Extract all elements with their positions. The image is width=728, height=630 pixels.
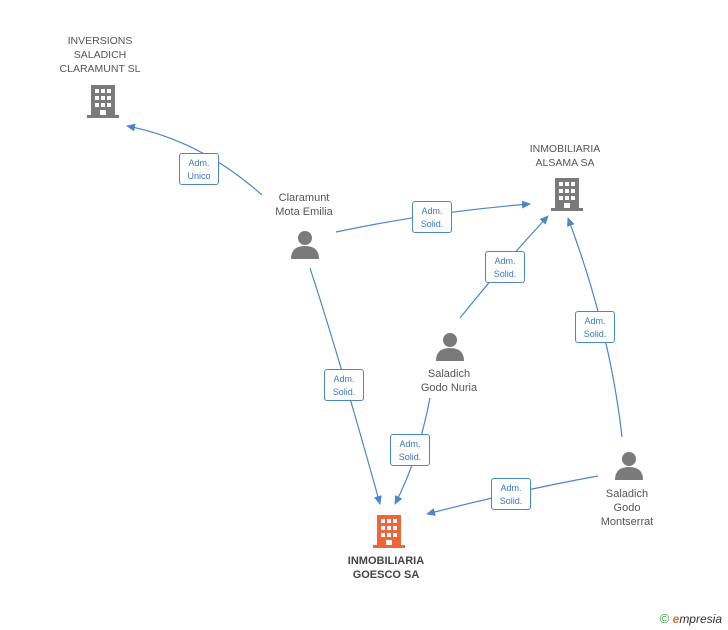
edge-label-line2: Solid. bbox=[332, 387, 356, 397]
label-line: INMOBILIARIA bbox=[529, 143, 601, 155]
label-line: Godo Nuria bbox=[420, 382, 478, 394]
edge-label-line1: Adm. bbox=[494, 256, 516, 266]
edge-label-emilia-inversions: Adm. Unico bbox=[179, 153, 219, 185]
edge-label-montserrat-alsama: Adm. Solid. bbox=[575, 311, 615, 343]
node-label-alsama[interactable]: INMOBILIARIA ALSAMA SA bbox=[505, 142, 625, 170]
building-icon-goesco bbox=[373, 515, 405, 548]
edge-label-line1: Adm. bbox=[188, 158, 210, 168]
person-icon-nuria bbox=[436, 333, 464, 361]
node-label-inversions[interactable]: INVERSIONS SALADICH CLARAMUNT SL bbox=[40, 34, 160, 76]
edge-label-emilia-goesco: Adm. Solid. bbox=[324, 369, 364, 401]
edge-emilia-inversions bbox=[126, 123, 263, 196]
label-line: Montserrat bbox=[600, 516, 654, 528]
edge-label-line2: Unico bbox=[187, 171, 211, 181]
person-icon-montserrat bbox=[615, 452, 643, 480]
brand-name: mpresia bbox=[679, 612, 722, 626]
node-label-montserrat[interactable]: Saladich Godo Montserrat bbox=[567, 487, 687, 529]
edge-label-line2: Solid. bbox=[499, 496, 523, 506]
edge-label-emilia-alsama: Adm. Solid. bbox=[412, 201, 452, 233]
label-line: Mota Emilia bbox=[275, 206, 333, 218]
node-label-nuria[interactable]: Saladich Godo Nuria bbox=[389, 367, 509, 395]
building-icon-inversions bbox=[87, 85, 119, 118]
edge-label-nuria-alsama: Adm. Solid. bbox=[485, 251, 525, 283]
node-label-emilia[interactable]: Claramunt Mota Emilia bbox=[244, 191, 364, 219]
person-icon-emilia bbox=[291, 231, 319, 259]
edge-label-line1: Adm. bbox=[421, 206, 443, 216]
label-line: SALADICH bbox=[73, 49, 127, 61]
edge-label-line1: Adm. bbox=[500, 483, 522, 493]
brand-initial: e bbox=[672, 612, 680, 626]
label-line: Saladich bbox=[427, 368, 471, 380]
label-line: Saladich bbox=[605, 488, 649, 500]
label-line: Claramunt bbox=[278, 192, 330, 204]
label-line: ALSAMA SA bbox=[535, 157, 595, 169]
label-line: CLARAMUNT SL bbox=[59, 63, 141, 75]
edge-label-montserrat-goesco: Adm. Solid. bbox=[491, 478, 531, 510]
label-line: GOESCO SA bbox=[352, 569, 420, 581]
edge-label-line2: Solid. bbox=[398, 452, 422, 462]
edge-label-line1: Adm. bbox=[333, 374, 355, 384]
edge-label-line2: Solid. bbox=[583, 329, 607, 339]
empresia-logo: © empresia bbox=[660, 611, 722, 626]
label-line: INVERSIONS bbox=[67, 35, 133, 47]
node-label-goesco[interactable]: INMOBILIARIA GOESCO SA bbox=[326, 554, 446, 582]
label-line: INMOBILIARIA bbox=[347, 555, 425, 567]
edge-label-nuria-goesco: Adm. Solid. bbox=[390, 434, 430, 466]
edge-label-line1: Adm. bbox=[584, 316, 606, 326]
label-line: Godo bbox=[613, 502, 641, 514]
edge-label-line1: Adm. bbox=[399, 439, 421, 449]
copyright-symbol: © bbox=[659, 611, 670, 626]
building-icon-alsama bbox=[551, 178, 583, 211]
edge-label-line2: Solid. bbox=[420, 219, 444, 229]
edge-label-line2: Solid. bbox=[493, 269, 517, 279]
